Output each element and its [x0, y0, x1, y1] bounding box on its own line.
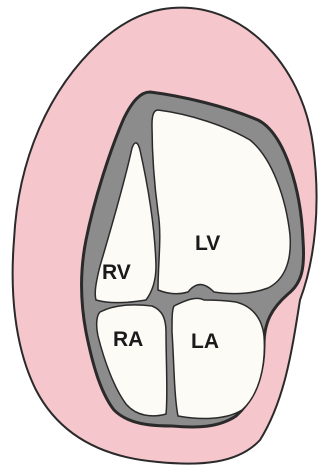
label-ra: RA: [113, 328, 143, 351]
label-la: LA: [191, 330, 219, 353]
label-rv: RV: [102, 261, 131, 284]
left-atrium: [172, 298, 264, 418]
label-lv: LV: [195, 232, 220, 255]
